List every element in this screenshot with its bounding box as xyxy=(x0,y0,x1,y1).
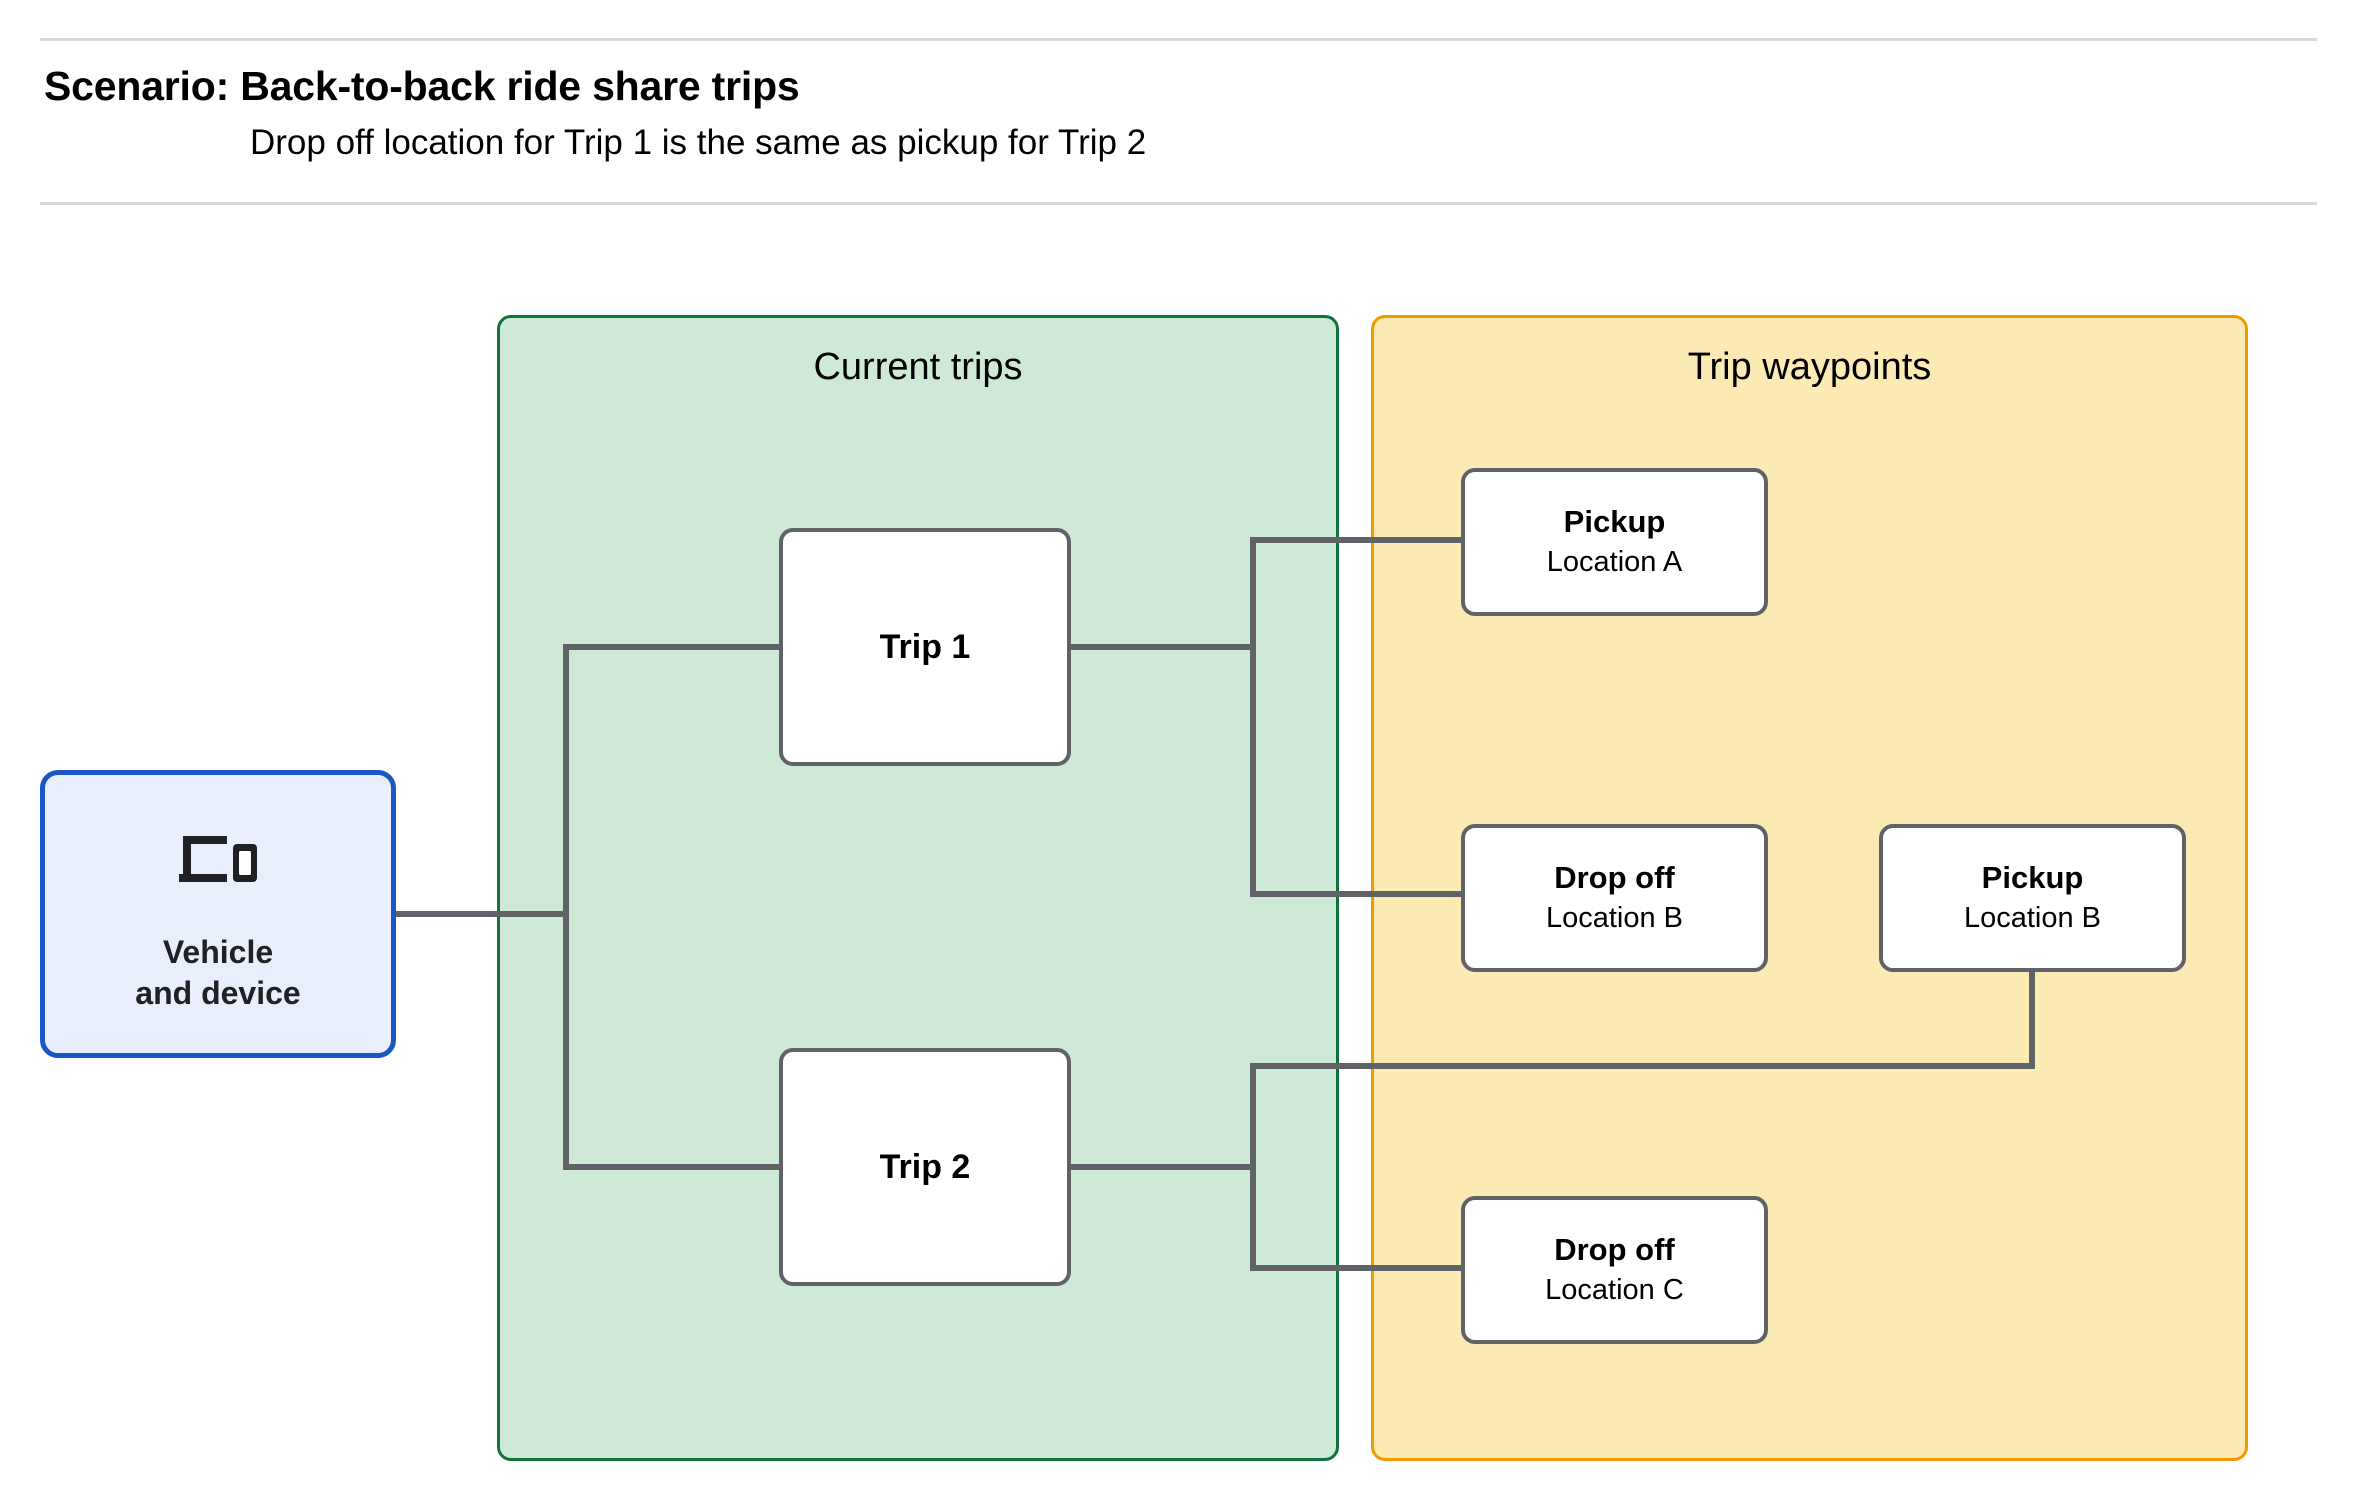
edge-trip-2-to-pickup-b xyxy=(1250,972,2035,1167)
node-dropoff-b-title: Drop off xyxy=(1554,860,1675,896)
node-vehicle-label: Vehicle and device xyxy=(135,932,300,1014)
node-pickup-b-title: Pickup xyxy=(1981,860,2084,896)
node-pickup-a-title: Pickup xyxy=(1563,504,1666,540)
node-pickup-b-location: Location B xyxy=(1963,901,2102,934)
edge-trip-1-to-dropoff-b xyxy=(1250,647,1461,897)
edge-vehicle-to-trip-1 xyxy=(563,644,779,914)
edge-vehicle-to-trip-2 xyxy=(563,914,779,1170)
node-vehicle-label-line2: and device xyxy=(135,975,301,1011)
page-subtitle: Drop off location for Trip 1 is the same… xyxy=(250,123,1147,162)
node-dropoff-b-location: Location B xyxy=(1545,901,1684,934)
group-current-trips-title: Current trips xyxy=(813,346,1023,388)
node-trip-1[interactable]: Trip 1 xyxy=(779,528,1071,766)
node-vehicle-and-device[interactable]: Vehicle and device xyxy=(40,770,396,1058)
node-pickup-a[interactable]: Pickup Location A xyxy=(1461,468,1768,616)
node-trip-2[interactable]: Trip 2 xyxy=(779,1048,1071,1286)
node-dropoff-b[interactable]: Drop off Location B xyxy=(1461,824,1768,972)
page-title: Scenario: Back-to-back ride share trips xyxy=(44,63,800,109)
node-dropoff-c[interactable]: Drop off Location C xyxy=(1461,1196,1768,1344)
node-dropoff-c-title: Drop off xyxy=(1554,1232,1675,1268)
header-divider-top xyxy=(40,38,2317,41)
edge-trip-2-to-dropoff-c xyxy=(1250,1167,1461,1271)
node-pickup-a-location: Location A xyxy=(1546,545,1683,578)
devices-icon xyxy=(179,832,257,888)
node-dropoff-c-location: Location C xyxy=(1545,1273,1684,1306)
group-trip-waypoints-title: Trip waypoints xyxy=(1687,346,1932,388)
node-trip-2-label: Trip 2 xyxy=(879,1147,971,1186)
node-pickup-b[interactable]: Pickup Location B xyxy=(1879,824,2186,972)
node-trip-1-label: Trip 1 xyxy=(879,627,971,666)
edge-trip-1-to-pickup-a xyxy=(1250,537,1461,647)
header-divider-bottom xyxy=(40,202,2317,205)
node-vehicle-label-line1: Vehicle xyxy=(162,934,274,971)
